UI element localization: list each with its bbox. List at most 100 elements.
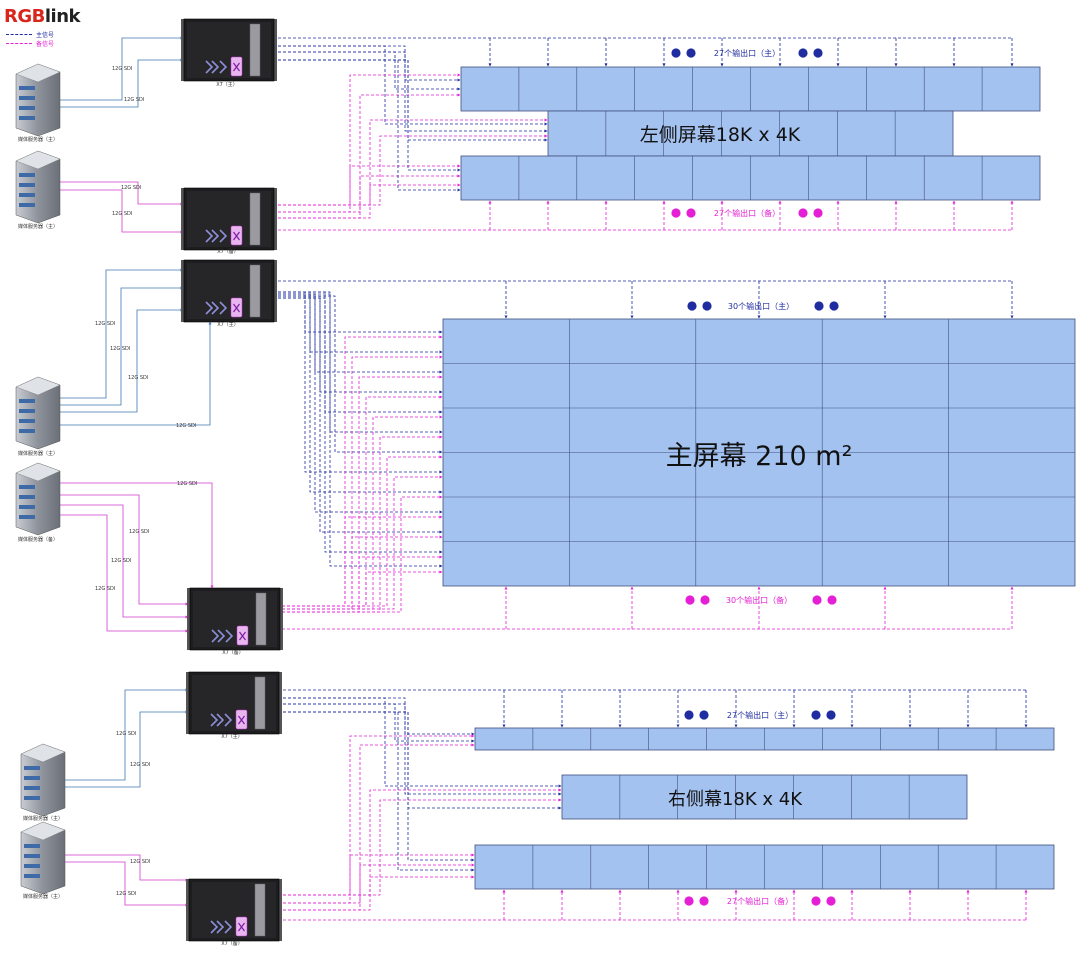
device-center-main-display-strip (249, 264, 261, 318)
right-screen-mid (561, 774, 968, 820)
link-label: 12G SDI (124, 97, 144, 103)
server-feed-main (60, 36, 184, 101)
main-screen-title: 主屏幕 210 m² (666, 441, 853, 472)
right-main-feed-2 (283, 711, 562, 810)
center-main-feed (278, 297, 443, 474)
link-label: 12G SDI (116, 731, 136, 737)
legend-main: 主信号 (6, 30, 86, 39)
center-backup-feed (282, 415, 443, 610)
device-center-main (181, 259, 277, 323)
right-main-dot (826, 710, 836, 720)
media-server-6-drive-bay (24, 844, 40, 848)
device-label-c-main: X7（主） (217, 321, 239, 328)
right-backup-feed (283, 743, 475, 904)
media-server-3-drive-bay (19, 399, 35, 403)
device-center-main-logo-icon (205, 301, 228, 315)
device-right-main-display-strip (254, 676, 266, 730)
device-center-backup-ear (280, 588, 283, 650)
media-server-6-drive-bay (24, 854, 40, 858)
media-server-4-drive-bay (19, 505, 35, 509)
server-label-1: 媒体服务器（主） (18, 136, 58, 143)
left-main-feed-2 (278, 59, 548, 142)
center-backup-ports: 30个输出口（备） (726, 595, 792, 605)
device-left-backup-display-strip (249, 192, 261, 246)
right-main-ports: 27个输出口（主） (727, 710, 793, 720)
right-main-dot (684, 710, 694, 720)
device-left-main-logo-icon (205, 60, 228, 74)
media-server-2-top (15, 150, 61, 170)
device-label-l-main: X7（主） (216, 81, 238, 88)
media-server-6-top (20, 821, 66, 841)
link-label: 12G SDI (95, 586, 115, 592)
media-server-2-drive-bay (19, 193, 35, 197)
device-right-main-screen-icon-mark (238, 715, 245, 725)
left-backup-feed (278, 174, 461, 219)
media-server-4-top (15, 462, 61, 482)
media-server-4-drive-bay (19, 485, 35, 489)
right-backup-dot (699, 896, 709, 906)
left-backup-dot (671, 208, 681, 218)
left-backup-dot (798, 208, 808, 218)
media-server-4 (15, 462, 61, 536)
device-center-backup-ear (187, 588, 190, 650)
device-left-main (181, 18, 277, 82)
link-label: 12G SDI (130, 762, 150, 768)
server-feed-backup (60, 494, 189, 606)
device-left-backup-screen-icon-mark (233, 231, 240, 241)
server-feed-backup (60, 514, 189, 633)
media-server-3-drive-bay (19, 409, 35, 413)
center-backup-feed (282, 535, 443, 610)
link-label: 12G SDI (95, 321, 115, 327)
center-backup-feed (282, 455, 443, 607)
server-label-4: 媒体服务器（备） (18, 536, 58, 543)
media-server-4-drive-bay (19, 515, 35, 519)
right-backup-feed (283, 798, 562, 896)
center-backup-dot (812, 595, 822, 605)
media-server-5-drive-bay (24, 786, 40, 790)
center-main-feed (278, 295, 443, 534)
media-server-2-drive-bay (19, 203, 35, 207)
media-server-1-drive-bay (19, 86, 35, 90)
center-main-feed (278, 293, 443, 354)
legend: 主信号 备信号 (6, 30, 86, 48)
center-backup-dot (700, 595, 710, 605)
right-backup-ports: 27个输出口（备） (727, 896, 793, 906)
device-left-backup-logo-icon (205, 229, 228, 243)
center-main-feed (278, 291, 443, 334)
left-backup-dot (686, 208, 696, 218)
device-center-backup-display-strip (255, 592, 267, 646)
center-backup-feed (282, 435, 443, 613)
left-screen-mid-panel (547, 110, 954, 157)
media-server-6 (20, 821, 66, 895)
media-server-6-drive-bay (24, 874, 40, 878)
server-feed-main (60, 268, 184, 399)
left-main-feed (278, 51, 548, 133)
link-label: 12G SDI (116, 891, 136, 897)
server-feed-main (64, 688, 189, 781)
device-right-backup-ear (279, 879, 282, 941)
server-feed-backup (64, 854, 189, 882)
processors (181, 18, 283, 942)
right-screen-top (474, 727, 1055, 751)
device-left-backup-ear (181, 188, 184, 250)
device-center-main-ear (274, 260, 277, 322)
left-backup-feed (278, 73, 461, 206)
media-server-3-top (15, 376, 61, 396)
center-backup-dot (827, 595, 837, 605)
server-feed-main (60, 321, 212, 426)
media-server-5-drive-bay (24, 796, 40, 800)
center-main-dot (814, 301, 824, 311)
device-left-main-ear (181, 19, 184, 81)
server-label-6: 媒体服务器（主） (23, 893, 63, 900)
center-backup-feed (282, 395, 443, 607)
link-label: 12G SDI (121, 185, 141, 191)
rgblink-logo: RGBlink (4, 6, 80, 27)
right-screen-mid-panel (561, 774, 968, 820)
left-main-feed (278, 45, 548, 126)
left-main-dot (671, 48, 681, 58)
left-screen-title: 左侧屏幕18K x 4K (640, 124, 801, 146)
server-feed-main (64, 710, 189, 788)
media-server-3 (15, 376, 61, 450)
device-right-main-logo-icon (210, 713, 233, 727)
center-main-feed (278, 291, 443, 568)
